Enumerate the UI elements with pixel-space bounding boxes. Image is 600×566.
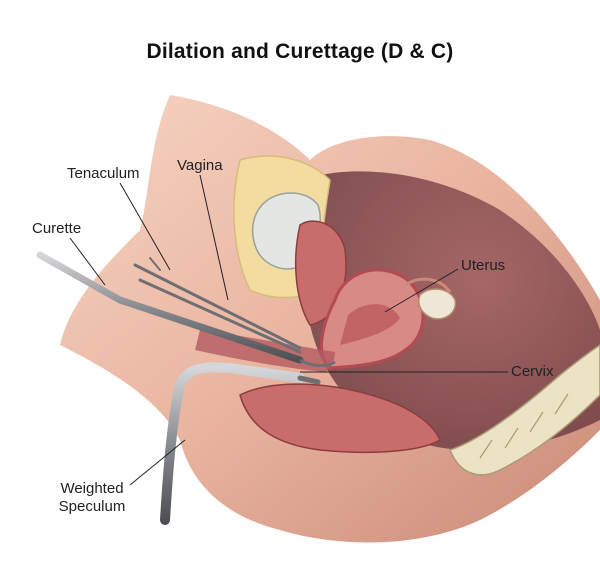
label-uterus: Uterus	[461, 257, 506, 274]
label-tenaculum: Tenaculum	[67, 165, 140, 182]
curette-instrument	[36, 251, 336, 368]
diagram-title: Dilation and Curettage (D & C)	[146, 40, 454, 63]
lower-bowel	[239, 383, 441, 454]
weighted-speculum-instrument	[160, 362, 321, 525]
label-leader-lines	[69, 174, 508, 486]
vertebrae	[479, 393, 569, 459]
label-vagina: Vagina	[177, 157, 223, 174]
label-weighted-line1: Weighted	[60, 480, 124, 497]
ovary	[418, 288, 457, 320]
spine	[449, 344, 600, 476]
uterine-cavity	[340, 304, 400, 345]
label-curette: Curette	[32, 220, 82, 237]
tenaculum-instrument	[133, 257, 302, 354]
label-weighted-speculum: Weighted Speculum	[47, 480, 137, 516]
fallopian-tube	[404, 277, 452, 293]
label-cervix: Cervix	[511, 363, 554, 380]
label-speculum-line2: Speculum	[58, 498, 126, 515]
